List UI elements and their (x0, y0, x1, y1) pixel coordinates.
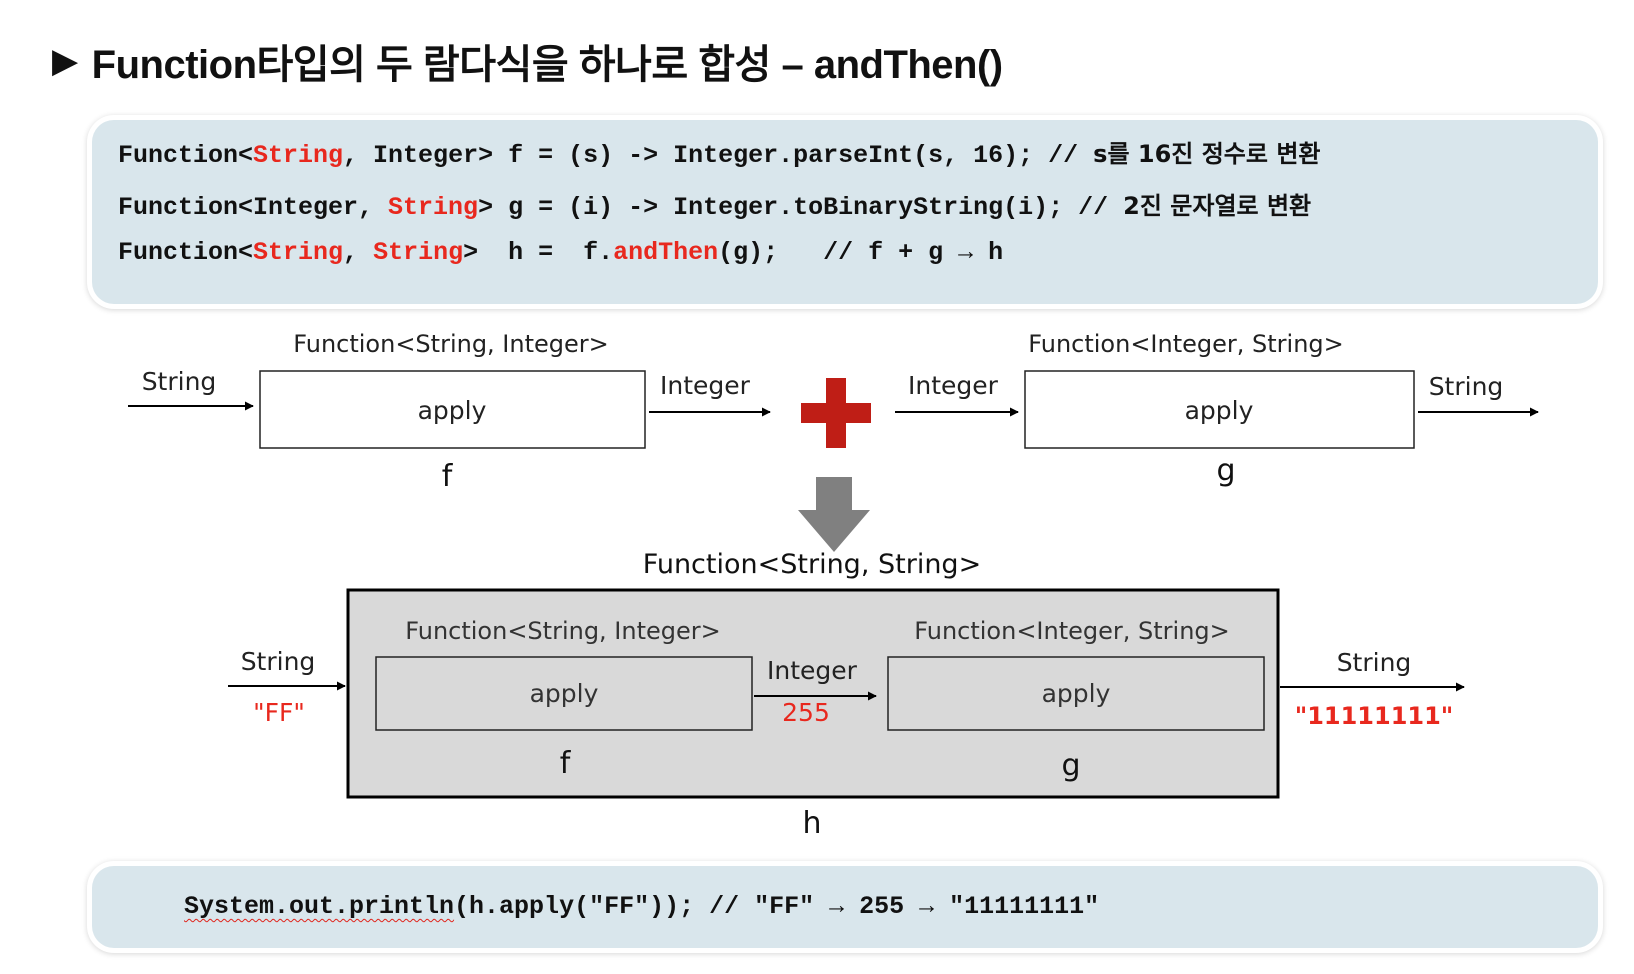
code-keyword: String (388, 193, 479, 222)
code-token: Function<Integer, (118, 193, 389, 222)
code-token: (h.apply("FF")); // "FF" → 255 → "111111… (454, 892, 1100, 921)
title-marker-icon: ▶ (52, 42, 78, 80)
code-line-f: Function<String, Integer> f = (s) -> Int… (118, 134, 1320, 170)
g-apply-box (1024, 370, 1415, 449)
h-output-value: "11111111" (1295, 702, 1454, 730)
code-token: > h = f. (463, 238, 614, 267)
h-input-label: String (241, 647, 316, 676)
code-token: Function< (118, 238, 254, 267)
code-token: > g = (i) -> Integer.toBinaryString(i); … (478, 193, 1124, 222)
f-apply-label: apply (418, 396, 487, 425)
code-block-usage: System.out.println(h.apply("FF")); // "F… (92, 866, 1598, 948)
code-block-definitions: Function<String, Integer> f = (s) -> Int… (92, 120, 1598, 304)
code-comment: s를 16진 정수로 변환 (1093, 140, 1321, 168)
code-token: , Integer> f = (s) -> Integer.parseInt(s… (343, 141, 1094, 170)
h-middle-label: Integer (767, 656, 858, 685)
code-token-squiggled: System.out.println (184, 892, 455, 921)
g-output-label: String (1429, 372, 1504, 401)
g-input-label: Integer (908, 371, 999, 400)
code-keyword: String (253, 141, 344, 170)
code-token: (g); // f + g → h (718, 238, 1004, 267)
h-type-label: Function<String, String> (643, 549, 981, 580)
h-name-label: h (802, 806, 821, 841)
code-line-println: System.out.println(h.apply("FF")); // "F… (184, 892, 1099, 921)
inner-f-name-label: f (560, 746, 572, 781)
title-text: Function타입의 두 람다식을 하나로 합성 – andThen() (91, 43, 1003, 87)
g-apply-label: apply (1185, 396, 1254, 425)
code-token: Function< (118, 141, 254, 170)
code-line-g: Function<Integer, String> g = (i) -> Int… (118, 186, 1311, 222)
down-arrow-icon (798, 477, 870, 552)
h-middle-value: 255 (782, 698, 830, 727)
f-apply-box (259, 370, 646, 449)
inner-g-apply-box (887, 656, 1265, 731)
page-title: ▶ Function타입의 두 람다식을 하나로 합성 – andThen() (52, 32, 1003, 90)
f-type-label: Function<String, Integer> (293, 330, 609, 358)
inner-f-type-label: Function<String, Integer> (405, 617, 721, 645)
g-name-label: g (1216, 453, 1235, 488)
f-output-label: Integer (660, 371, 751, 400)
code-token: , (343, 238, 374, 267)
inner-f-apply-label: apply (530, 679, 599, 708)
plus-icon (801, 378, 871, 448)
code-keyword: andThen (613, 238, 719, 267)
g-type-label: Function<Integer, String> (1028, 330, 1344, 358)
f-name-label: f (442, 459, 454, 494)
inner-g-name-label: g (1061, 748, 1080, 783)
f-input-label: String (142, 367, 217, 396)
code-keyword: String (253, 238, 344, 267)
inner-g-type-label: Function<Integer, String> (914, 617, 1230, 645)
h-output-label: String (1337, 648, 1412, 677)
code-line-h: Function<String, String> h = f.andThen(g… (118, 238, 1003, 267)
h-input-value: "FF" (253, 698, 305, 727)
inner-g-apply-label: apply (1042, 679, 1111, 708)
code-comment: 2진 문자열로 변환 (1123, 192, 1312, 220)
inner-f-apply-box (375, 656, 753, 731)
code-keyword: String (373, 238, 464, 267)
